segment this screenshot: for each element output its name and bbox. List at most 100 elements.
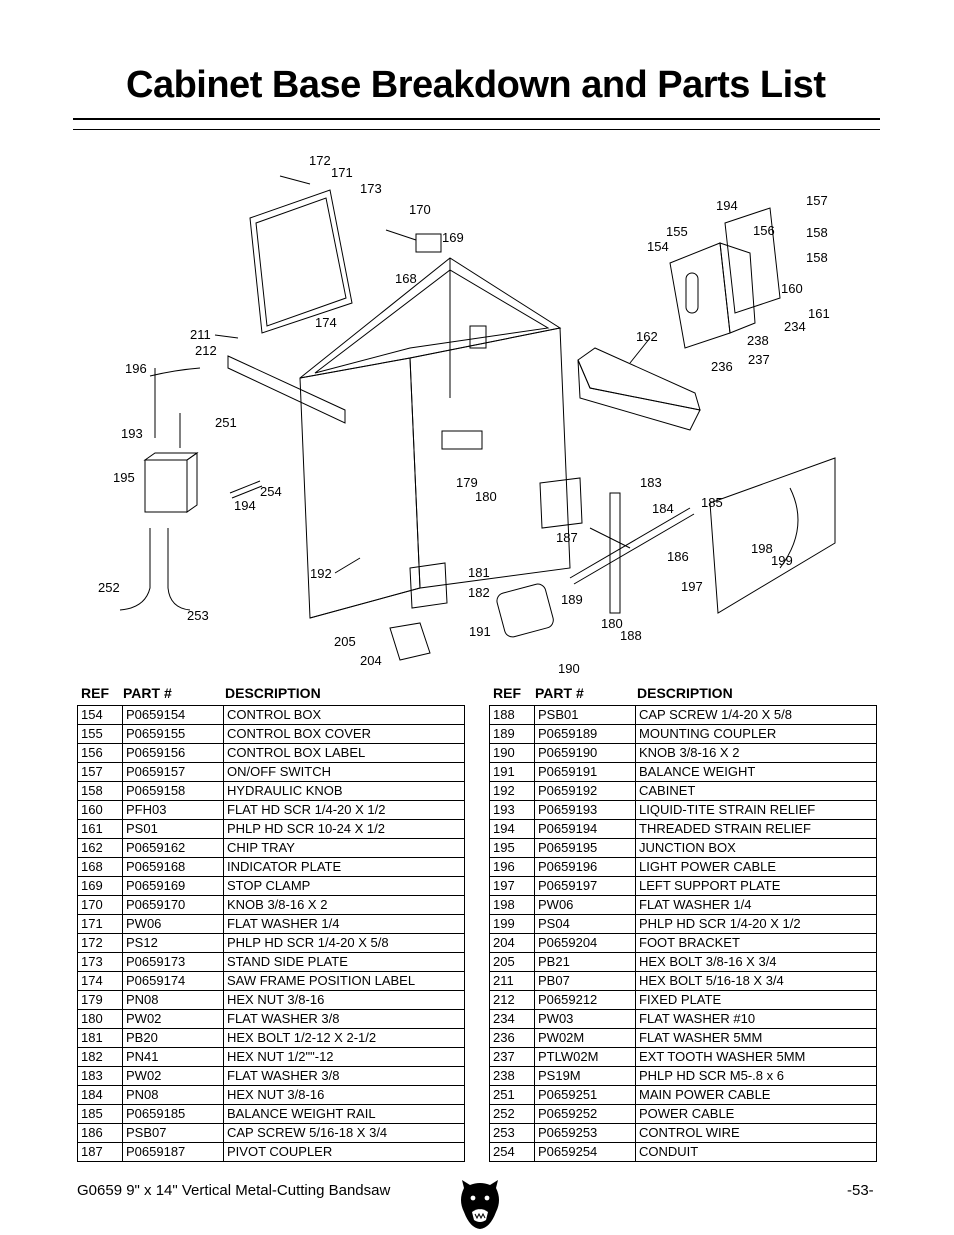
svg-text:254: 254 [260, 484, 282, 499]
description-cell: HEX BOLT 1/2-12 X 2-1/2 [223, 1028, 465, 1048]
svg-text:204: 204 [360, 653, 382, 668]
part-number-cell: P0659174 [122, 971, 224, 991]
description-cell: PHLP HD SCR 1/4-20 X 1/2 [635, 914, 877, 934]
ref-cell: 197 [489, 876, 535, 896]
description-cell: STOP CLAMP [223, 876, 465, 896]
svg-text:234: 234 [784, 319, 806, 334]
svg-text:252: 252 [98, 580, 120, 595]
ref-cell: 212 [489, 990, 535, 1010]
part-number-cell: P0659252 [534, 1104, 636, 1124]
svg-text:192: 192 [310, 566, 332, 581]
part-number-cell: P0659169 [122, 876, 224, 896]
ref-cell: 184 [77, 1085, 123, 1105]
ref-cell: 236 [489, 1028, 535, 1048]
part-header: PART # [123, 685, 172, 701]
description-cell: LIQUID-TITE STRAIN RELIEF [635, 800, 877, 820]
svg-text:161: 161 [808, 306, 830, 321]
svg-text:199: 199 [771, 553, 793, 568]
description-cell: FLAT WASHER 3/8 [223, 1009, 465, 1029]
part-number-cell: P0659196 [534, 857, 636, 877]
ref-cell: 181 [77, 1028, 123, 1048]
svg-text:197: 197 [681, 579, 703, 594]
svg-text:158: 158 [806, 225, 828, 240]
svg-text:181: 181 [468, 565, 490, 580]
part-number-cell: P0659170 [122, 895, 224, 915]
svg-text:189: 189 [561, 592, 583, 607]
description-cell: FIXED PLATE [635, 990, 877, 1010]
part-number-cell: P0659157 [122, 762, 224, 782]
part-number-cell: PS01 [122, 819, 224, 839]
part-number-cell: P0659158 [122, 781, 224, 801]
description-cell: INDICATOR PLATE [223, 857, 465, 877]
part-number-cell: PB20 [122, 1028, 224, 1048]
svg-text:190: 190 [558, 661, 580, 676]
part-number-cell: PS12 [122, 933, 224, 953]
svg-text:179: 179 [456, 475, 478, 490]
svg-text:180: 180 [475, 489, 497, 504]
svg-text:205: 205 [334, 634, 356, 649]
part-number-cell: P0659195 [534, 838, 636, 858]
part-number-cell: P0659194 [534, 819, 636, 839]
page-title: Cabinet Base Breakdown and Parts List [126, 64, 826, 106]
ref-cell: 199 [489, 914, 535, 934]
description-cell: BALANCE WEIGHT [635, 762, 877, 782]
svg-text:187: 187 [556, 530, 578, 545]
description-cell: SAW FRAME POSITION LABEL [223, 971, 465, 991]
svg-text:195: 195 [113, 470, 135, 485]
ref-cell: 157 [77, 762, 123, 782]
ref-cell: 180 [77, 1009, 123, 1029]
ref-cell: 156 [77, 743, 123, 763]
description-cell: PHLP HD SCR M5-.8 x 6 [635, 1066, 877, 1086]
ref-cell: 162 [77, 838, 123, 858]
svg-text:183: 183 [640, 475, 662, 490]
ref-cell: 190 [489, 743, 535, 763]
exploded-parts-diagram: 172 171 173 170 169 168 174 211 212 196 … [98, 153, 836, 676]
part-number-cell: P0659253 [534, 1123, 636, 1143]
ref-cell: 251 [489, 1085, 535, 1105]
ref-cell: 158 [77, 781, 123, 801]
svg-text:212: 212 [195, 343, 217, 358]
svg-text:253: 253 [187, 608, 209, 623]
description-cell: CONTROL WIRE [635, 1123, 877, 1143]
svg-text:198: 198 [751, 541, 773, 556]
svg-text:171: 171 [331, 165, 353, 180]
parts-table-header: REF PART # DESCRIPTION [77, 683, 465, 705]
part-number-cell: PW02M [534, 1028, 636, 1048]
svg-text:158: 158 [806, 250, 828, 265]
description-cell: STAND SIDE PLATE [223, 952, 465, 972]
ref-header: REF [493, 685, 521, 701]
part-number-cell: PN08 [122, 990, 224, 1010]
part-number-cell: PN08 [122, 1085, 224, 1105]
ref-cell: 188 [489, 705, 535, 725]
svg-text:174: 174 [315, 315, 337, 330]
part-number-cell: PSB07 [122, 1123, 224, 1143]
part-number-cell: PB21 [534, 952, 636, 972]
svg-text:194: 194 [716, 198, 738, 213]
svg-text:211: 211 [190, 327, 211, 342]
ref-cell: 169 [77, 876, 123, 896]
ref-cell: 170 [77, 895, 123, 915]
part-number-cell: PS19M [534, 1066, 636, 1086]
svg-text:162: 162 [636, 329, 658, 344]
description-cell: FLAT HD SCR 1/4-20 X 1/2 [223, 800, 465, 820]
part-number-cell: P0659154 [122, 705, 224, 725]
ref-cell: 161 [77, 819, 123, 839]
